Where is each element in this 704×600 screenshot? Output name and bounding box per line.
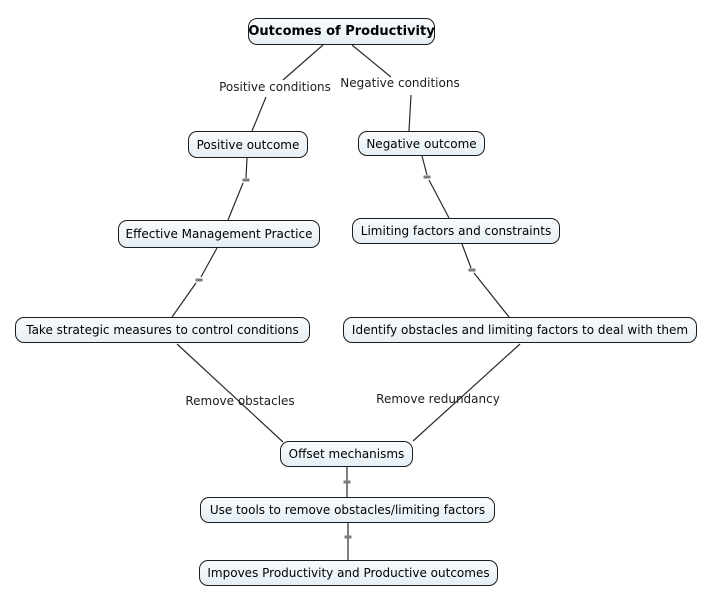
link-handle-tick[interactable]: [344, 535, 352, 539]
connector-remove-obstacles: [176, 343, 284, 443]
connector-negative-conditions-to-negative-outcome: [408, 94, 412, 132]
connector-remove-redundancy: [412, 343, 521, 442]
connector-to-effective-management: [227, 182, 244, 221]
link-handle-tick[interactable]: [242, 178, 250, 182]
node-use-tools[interactable]: Use tools to remove obstacles/limiting f…: [200, 497, 495, 523]
connector-to-limiting-factors: [428, 179, 450, 219]
connector-positive-conditions-to-positive-outcome: [251, 96, 267, 132]
link-handle-tick[interactable]: [195, 278, 203, 282]
edge-label-remove-obstacles[interactable]: Remove obstacles: [185, 394, 295, 408]
node-improves-productivity[interactable]: Impoves Productivity and Productive outc…: [199, 560, 498, 586]
connector-to-take-strategic: [171, 282, 197, 318]
node-offset-mechanisms[interactable]: Offset mechanisms: [280, 441, 413, 467]
connector-negative-outcome-down: [421, 155, 428, 176]
connector-positive-outcome-down: [245, 157, 248, 179]
edge-label-negative-conditions[interactable]: Negative conditions: [340, 76, 460, 90]
connector-limiting-factors-down: [461, 243, 472, 269]
node-effective-management-practice[interactable]: Effective Management Practice: [118, 220, 320, 248]
node-negative-outcome[interactable]: Negative outcome: [358, 131, 485, 156]
node-outcomes-of-productivity[interactable]: Outcomes of Productivity: [248, 18, 435, 45]
node-take-strategic-measures[interactable]: Take strategic measures to control condi…: [15, 317, 310, 343]
edge-label-positive-conditions[interactable]: Positive conditions: [219, 80, 331, 94]
node-limiting-factors-and-constraints[interactable]: Limiting factors and constraints: [352, 218, 560, 244]
connector-top-to-negative-conditions: [351, 44, 392, 78]
connector-to-identify-obstacles: [473, 272, 510, 318]
node-identify-obstacles[interactable]: Identify obstacles and limiting factors …: [343, 317, 697, 343]
link-handle-tick[interactable]: [343, 480, 351, 484]
connector-top-to-positive-conditions: [282, 44, 324, 81]
connector-effective-management-down: [200, 247, 218, 278]
edge-label-remove-redundancy[interactable]: Remove redundancy: [376, 392, 500, 406]
link-handle-tick[interactable]: [468, 268, 476, 272]
node-positive-outcome[interactable]: Positive outcome: [188, 131, 308, 158]
link-handle-tick[interactable]: [423, 175, 431, 179]
